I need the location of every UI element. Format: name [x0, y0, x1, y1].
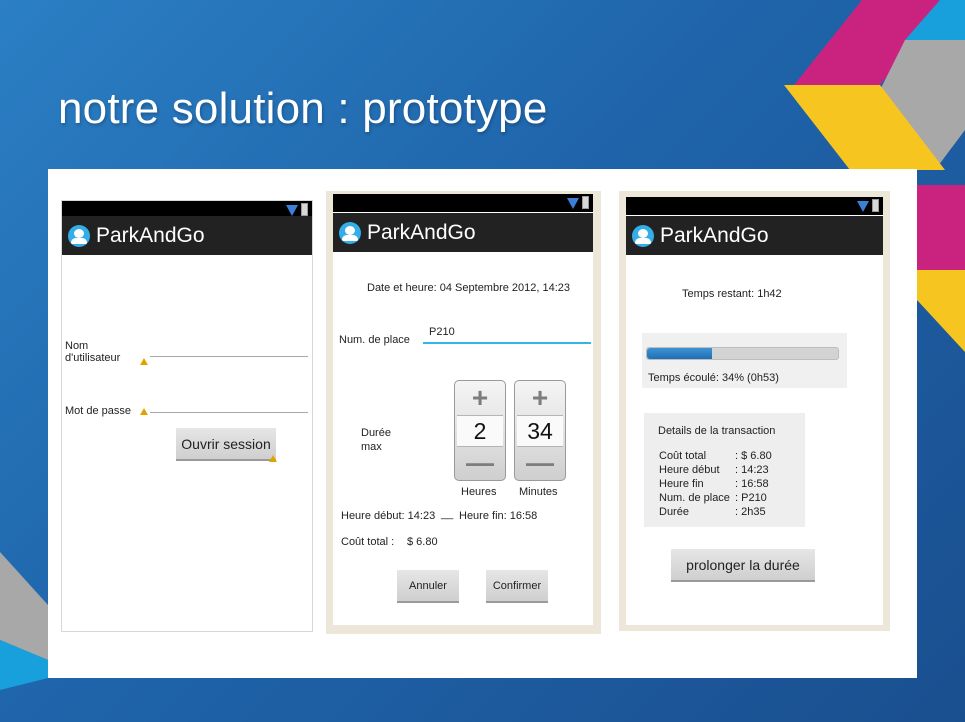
- deco-magenta-chevron-2: [917, 185, 965, 270]
- open-session-label: Ouvrir session: [181, 435, 271, 452]
- detail-label: Coût total: [659, 450, 707, 462]
- datetime-text: Date et heure: 04 Septembre 2012, 14:23: [367, 282, 571, 294]
- hours-value[interactable]: 2: [457, 415, 503, 447]
- warning-icon: [269, 455, 277, 462]
- cancel-button[interactable]: Annuler: [397, 570, 459, 603]
- cost-label: Coût total :: [341, 536, 395, 548]
- detail-value: : 14:23: [735, 464, 769, 476]
- app-name: ParkAndGo: [367, 220, 476, 244]
- app-name: ParkAndGo: [660, 223, 769, 247]
- elapsed-time-text: Temps écoulé: 34% (0h53): [648, 372, 779, 384]
- login-screen: ParkAndGo Nom d'utilisateur Mot de passe…: [61, 200, 313, 632]
- duration-label-line1: Durée: [361, 427, 391, 439]
- deco-yellow-chevron-2: [917, 270, 965, 352]
- detail-label: Num. de place: [659, 492, 730, 504]
- username-label-line1: Nom: [65, 340, 89, 352]
- app-name: ParkAndGo: [96, 223, 205, 247]
- battery-icon: [582, 196, 589, 209]
- username-label: Nom d'utilisateur: [65, 340, 120, 364]
- hours-picker[interactable]: + 2 —: [454, 380, 506, 481]
- app-logo-icon: [632, 224, 654, 247]
- warning-icon: [140, 358, 148, 365]
- end-time-text: Heure fin: 16:58: [459, 510, 538, 522]
- minutes-value[interactable]: 34: [517, 415, 563, 447]
- action-bar: ParkAndGo: [62, 216, 312, 255]
- confirm-button[interactable]: Confirmer: [486, 570, 548, 603]
- slide-title: notre solution : prototype: [58, 84, 548, 133]
- deco-magenta-chevron: [794, 0, 948, 85]
- detail-row: Durée : 2h35: [659, 506, 799, 520]
- deco-yellow-chevron: [784, 85, 945, 170]
- deco-grey-chevron: [880, 40, 965, 170]
- place-input[interactable]: P210: [423, 324, 591, 344]
- detail-label: Heure fin: [659, 478, 704, 490]
- detail-value: : $ 6.80: [735, 450, 772, 462]
- warning-icon: [140, 408, 148, 415]
- deco-cyan-left: [0, 640, 48, 690]
- open-session-button[interactable]: Ouvrir session: [176, 428, 276, 461]
- status-bar: [333, 194, 593, 212]
- password-field[interactable]: [150, 393, 308, 413]
- password-field-underline: [150, 412, 308, 413]
- detail-value: : 16:58: [735, 478, 769, 490]
- hours-label: Heures: [461, 486, 497, 498]
- detail-value: : 2h35: [735, 506, 766, 518]
- password-label: Mot de passe: [65, 405, 132, 417]
- action-bar: ParkAndGo: [333, 213, 593, 252]
- confirm-label: Confirmer: [492, 579, 542, 592]
- time-separator: __: [441, 508, 454, 520]
- prototype-canvas: ParkAndGo Nom d'utilisateur Mot de passe…: [48, 169, 917, 678]
- username-field-underline: [150, 356, 308, 357]
- status-bar: [62, 201, 312, 219]
- detail-row: Heure fin : 16:58: [659, 478, 799, 492]
- battery-icon: [301, 203, 308, 216]
- username-label-line2: d'utilisateur: [65, 352, 121, 364]
- extend-duration-button[interactable]: prolonger la durée: [671, 549, 815, 582]
- cost-value: $ 6.80: [407, 536, 438, 548]
- progress-panel: Temps écoulé: 34% (0h53): [642, 333, 847, 388]
- battery-icon: [872, 199, 879, 212]
- action-bar: ParkAndGo: [626, 216, 883, 255]
- place-label: Num. de place: [339, 334, 410, 346]
- hours-decrement-button[interactable]: —: [466, 447, 494, 478]
- detail-row: Heure début : 14:23: [659, 464, 799, 478]
- deco-cyan-chevron: [905, 0, 965, 40]
- transaction-details-panel: Details de la transaction Coût total : $ …: [644, 413, 805, 527]
- start-time-text: Heure début: 14:23: [341, 510, 436, 522]
- app-logo-icon: [68, 224, 90, 247]
- status-bar: [626, 197, 883, 215]
- minutes-increment-button[interactable]: +: [531, 382, 549, 413]
- minutes-picker[interactable]: + 34 —: [514, 380, 566, 481]
- extend-duration-label: prolonger la durée: [686, 556, 800, 573]
- place-value: P210: [429, 326, 455, 338]
- detail-row: Coût total : $ 6.80: [659, 450, 799, 464]
- signal-icon: [857, 201, 869, 212]
- elapsed-progress-bar: [646, 347, 839, 360]
- duration-label-line2: max: [361, 441, 382, 453]
- booking-screen: ParkAndGo Date et heure: 04 Septembre 20…: [333, 194, 593, 625]
- minutes-decrement-button[interactable]: —: [526, 447, 554, 478]
- details-title: Details de la transaction: [658, 425, 776, 437]
- app-logo-icon: [339, 221, 361, 244]
- detail-row: Num. de place : P210: [659, 492, 799, 506]
- username-field[interactable]: [150, 337, 308, 357]
- signal-icon: [567, 198, 579, 209]
- minutes-label: Minutes: [519, 486, 558, 498]
- status-screen: ParkAndGo Temps restant: 1h42 Temps écou…: [626, 197, 883, 625]
- duration-label: Durée max: [361, 426, 391, 454]
- detail-label: Durée: [659, 506, 689, 518]
- detail-value: : P210: [735, 492, 767, 504]
- deco-grey-left: [0, 552, 48, 660]
- hours-increment-button[interactable]: +: [471, 382, 489, 413]
- detail-label: Heure début: [659, 464, 720, 476]
- remaining-time-text: Temps restant: 1h42: [682, 288, 782, 300]
- signal-icon: [286, 205, 298, 216]
- elapsed-progress-fill: [647, 348, 712, 359]
- cancel-label: Annuler: [409, 579, 447, 592]
